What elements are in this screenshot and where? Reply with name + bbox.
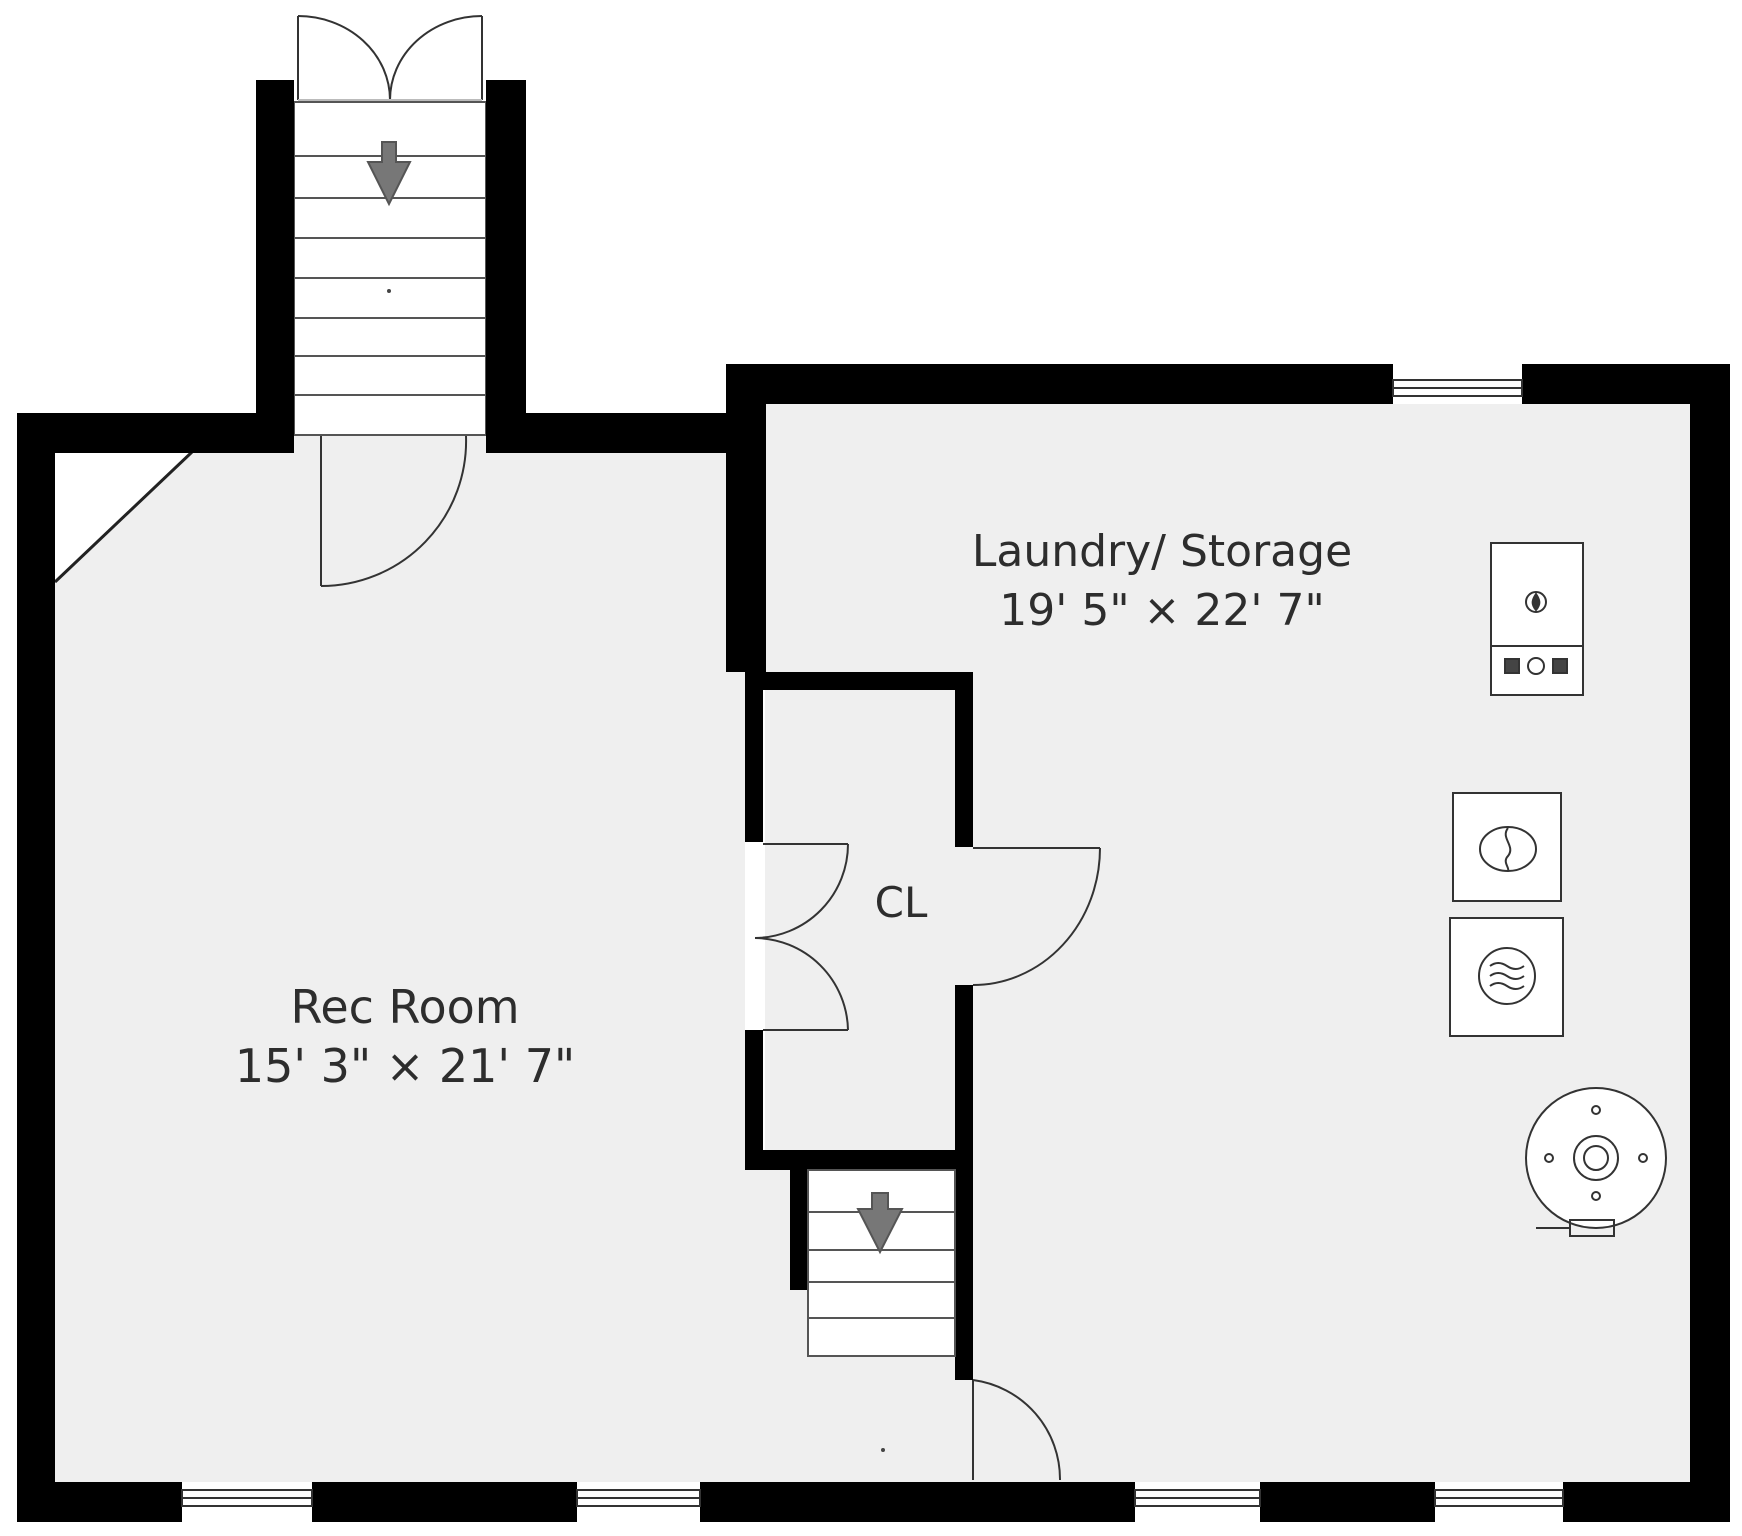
- laundry-name: Laundry/ Storage: [972, 526, 1352, 577]
- rec-room-name: Rec Room: [290, 980, 519, 1034]
- stair-arrow-icon: [366, 141, 412, 207]
- washer-icon: [1449, 917, 1564, 1037]
- windows: [181, 379, 1564, 1507]
- lower-stairs: [807, 1169, 956, 1357]
- closet-name: CL: [875, 878, 928, 927]
- door-closet-left: [754, 843, 849, 1031]
- exterior-double-door: [297, 15, 483, 101]
- rec-room-dims: 15' 3" × 21' 7": [235, 1039, 575, 1093]
- door-lower-corridor: [972, 1379, 1062, 1481]
- floor-rec-room: [55, 452, 745, 1482]
- window-bottom-4: [1434, 1489, 1564, 1507]
- rec-room-corner-line: [53, 450, 194, 584]
- laundry-dims: 19' 5" × 22' 7": [999, 585, 1324, 636]
- window-bottom-3: [1134, 1489, 1261, 1507]
- dryer-icon: [1452, 792, 1562, 902]
- water-heater-icon: [1490, 542, 1584, 696]
- window-bottom-2: [576, 1489, 701, 1507]
- floor-closet: [765, 690, 955, 1146]
- door-closet-right: [972, 847, 1101, 986]
- floor-dot: [881, 1448, 885, 1452]
- boiler-icon: [1525, 1087, 1667, 1237]
- walls: [17, 80, 1730, 1522]
- room-labels: Rec Room 15' 3" × 21' 7" Laundry/ Storag…: [235, 526, 1352, 1093]
- window-bottom-1: [181, 1489, 313, 1507]
- doors: [320, 435, 1101, 1481]
- stair-arrow-icon: [856, 1192, 904, 1255]
- upper-stairs: [293, 100, 487, 436]
- window-laundry-top: [1392, 379, 1523, 397]
- door-rec-entry: [320, 435, 468, 587]
